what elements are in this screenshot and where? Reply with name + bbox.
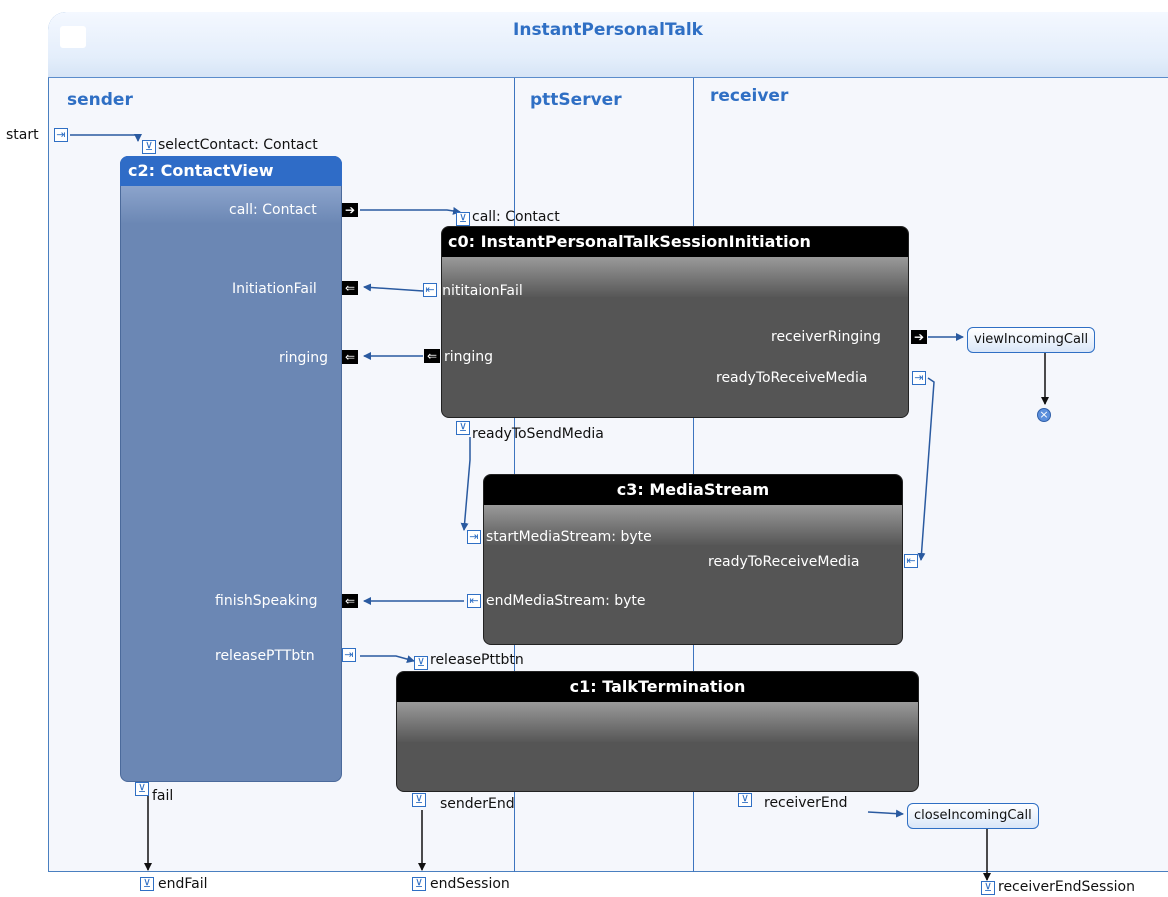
edge-ready-receive: [917, 377, 935, 561]
endfail-port-icon[interactable]: ⊻: [140, 877, 154, 891]
contact-view-node[interactable]: [120, 156, 342, 782]
start-port-label: start: [6, 127, 39, 143]
talk-termination-node[interactable]: [396, 671, 919, 792]
c0-ready-send-port-icon[interactable]: ⊻: [456, 421, 470, 435]
c0-initiation-fail-port-icon[interactable]: ⇤: [423, 283, 437, 297]
c2-release-ptt-port-icon[interactable]: ⇥: [342, 648, 356, 662]
contact-view-shine: [121, 186, 341, 224]
c2-initiation-fail-label: InitiationFail: [232, 281, 317, 297]
edge-ready-send: [460, 437, 471, 531]
session-initiation-node[interactable]: [441, 226, 909, 418]
c2-call-label: call: Contact: [229, 202, 317, 218]
c2-ringing-port-icon[interactable]: ⇐: [342, 350, 358, 364]
media-stream-header: [484, 475, 902, 505]
c2-finish-speaking-port-icon[interactable]: ⇐: [342, 594, 358, 608]
contact-view-title: c2: ContactView: [128, 161, 274, 180]
select-contact-label: selectContact: Contact: [158, 137, 318, 153]
endfail-port-label: endFail: [158, 876, 208, 892]
c1-receiver-end-label: receiverEnd: [764, 795, 848, 811]
c0-ready-receive-port-icon[interactable]: ⇥: [912, 371, 926, 385]
c1-sender-end-port-icon[interactable]: ⊻: [412, 793, 426, 807]
c0-initiation-fail-label: InititaionFail: [438, 283, 523, 299]
c2-initiation-fail-port-icon[interactable]: ⇐: [342, 281, 358, 295]
c0-ready-receive-label: readyToReceiveMedia: [716, 370, 868, 386]
talk-termination-title: c1: TalkTermination: [569, 677, 746, 696]
c0-receiver-ringing-port-icon[interactable]: ➔: [911, 330, 927, 344]
c0-ready-send-label: readyToSendMedia: [472, 426, 604, 442]
c3-end-media-label: endMediaStream: byte: [486, 593, 646, 609]
c3-ready-receive-label: readyToReceiveMedia: [708, 554, 860, 570]
receiver-end-session-port-label: receiverEndSession: [998, 879, 1135, 895]
c2-fail-port-icon[interactable]: ⊻: [135, 782, 149, 796]
c1-release-label: releasePttbtn: [430, 652, 524, 668]
partition-label-sender: sender: [67, 90, 133, 110]
session-initiation-header: [442, 227, 908, 257]
c2-ringing-label: ringing: [279, 350, 329, 366]
media-stream-shine: [484, 505, 902, 545]
c2-finish-speaking-label: finishSpeaking: [215, 593, 318, 609]
edge-call-call: [360, 206, 461, 215]
session-initiation-shine: [442, 257, 908, 297]
talk-termination-shine: [397, 702, 918, 742]
talk-termination-header: [397, 672, 918, 702]
c0-ringing-label: ringing: [444, 349, 494, 365]
c0-call-port-icon[interactable]: ⊻: [456, 212, 470, 226]
endsession-port-icon[interactable]: ⊻: [412, 877, 426, 891]
c3-start-media-port-icon[interactable]: ⇥: [467, 530, 481, 544]
c0-receiver-ringing-label: receiverRinging: [771, 329, 881, 345]
c3-end-media-port-icon[interactable]: ⇤: [467, 594, 481, 608]
c1-receiver-end-port-icon[interactable]: ⊻: [738, 793, 752, 807]
media-stream-node[interactable]: [483, 474, 903, 645]
activity-title: InstantPersonalTalk: [513, 20, 703, 40]
c0-ringing-port-icon[interactable]: ⇐: [424, 349, 440, 363]
contact-view-header: [120, 156, 342, 186]
close-incoming-call-action[interactable]: closeIncomingCall: [907, 803, 1039, 829]
c2-fail-label: fail: [152, 788, 174, 804]
activity-header: [48, 12, 1168, 78]
frame-corner-box: [60, 26, 86, 48]
c3-start-media-label: startMediaStream: byte: [486, 529, 652, 545]
partition-label-pttserver: pttServer: [530, 90, 622, 110]
receiver-end-session-port-icon[interactable]: ⊻: [981, 881, 995, 895]
edge-release: [360, 655, 415, 663]
partition-label-receiver: receiver: [710, 86, 789, 106]
c2-call-port-icon[interactable]: ➔: [342, 203, 358, 217]
c2-release-ptt-label: releasePTTbtn: [215, 648, 315, 664]
session-initiation-title: c0: InstantPersonalTalkSessionInitiation: [448, 232, 811, 251]
c0-call-label: call: Contact: [472, 209, 560, 225]
media-stream-title: c3: MediaStream: [616, 480, 770, 499]
edge-receiver-end: [867, 809, 904, 818]
edge-start-select: [70, 134, 142, 142]
select-contact-port-icon[interactable]: ⊻: [142, 140, 156, 154]
endsession-port-label: endSession: [430, 876, 510, 892]
c1-release-port-icon[interactable]: ⊻: [414, 656, 428, 670]
flow-final-icon: ×: [1037, 408, 1051, 422]
start-port-icon[interactable]: ⇥: [54, 128, 68, 142]
view-incoming-call-action[interactable]: viewIncomingCall: [967, 327, 1096, 353]
c1-sender-end-label: senderEnd: [440, 796, 515, 812]
c3-ready-receive-port-icon[interactable]: ⇤: [904, 554, 918, 568]
edge-initfail: [363, 283, 424, 292]
